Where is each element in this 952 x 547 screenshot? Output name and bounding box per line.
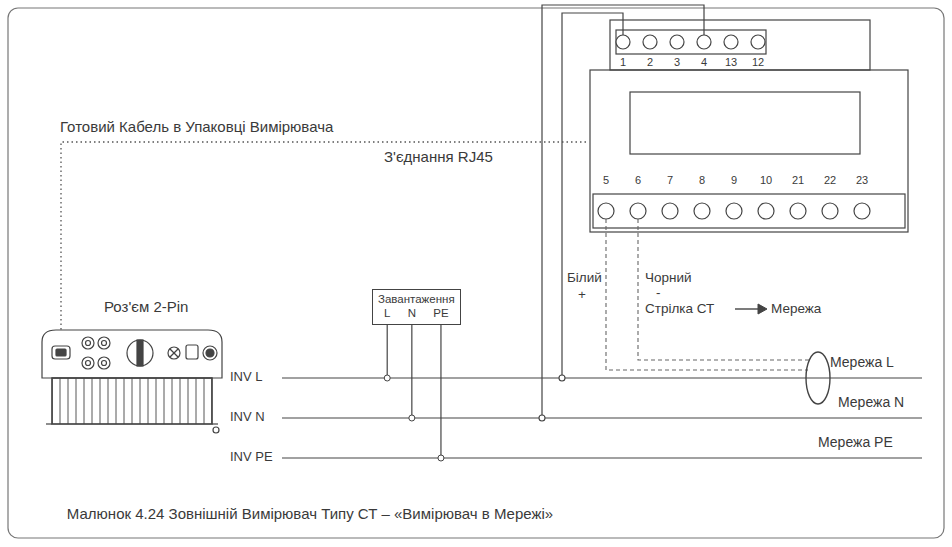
junction-dot (384, 375, 390, 381)
grid-label: Мережа (771, 301, 821, 317)
ct-arrow (735, 304, 767, 314)
wire-color: Білий (567, 270, 602, 286)
power-lines (282, 378, 922, 458)
line-label: Мережа N (838, 394, 904, 410)
junction-dots (539, 375, 565, 421)
line-label: Мережа PE (818, 434, 893, 450)
terminal-number: 12 (752, 56, 764, 69)
meter-housing (590, 20, 908, 232)
box-heading: Завантаження (378, 293, 455, 307)
terminal-number: 6 (635, 174, 641, 187)
line-label: Мережа L (830, 354, 894, 370)
figure-caption: Малюнок 4.24 Зовнішній Вимірювач Типу СТ… (67, 505, 553, 522)
connector-label: Роз'єм 2-Pin (104, 298, 188, 315)
line-label: INV L (230, 370, 263, 385)
ct-arrow-label: Стрілка СТ (645, 301, 714, 317)
connection-label: З'єднання RJ45 (384, 148, 493, 165)
terminal-name: N (408, 307, 416, 321)
junction-dot (438, 455, 444, 461)
terminal-number: 21 (792, 174, 804, 187)
load-wire (387, 325, 388, 378)
ct-clamp (806, 352, 830, 404)
wire-color: Чорний (645, 270, 692, 286)
terminal-number: 8 (699, 174, 705, 187)
line-label: INV N (230, 410, 265, 425)
terminal-name: PE (433, 307, 448, 321)
terminal-number: 13 (725, 56, 737, 69)
junction-dot (409, 415, 415, 421)
polarity: - (656, 285, 661, 301)
cable-label: Готовий Кабель в Упаковці Вимірювача (60, 118, 333, 135)
terminal-number: 5 (603, 174, 609, 187)
ct-leads (606, 219, 812, 370)
line-label: INV PE (230, 450, 273, 465)
terminal-number: 7 (667, 174, 673, 187)
terminal-name: L (384, 307, 390, 321)
rj45-cable (61, 142, 588, 343)
terminal-number: 3 (674, 56, 680, 69)
terminal-number: 2 (647, 56, 653, 69)
terminal-circles (598, 35, 870, 219)
voltage-wires (542, 5, 704, 418)
terminal-number: 4 (701, 56, 707, 69)
terminal-number: 22 (824, 174, 836, 187)
inverter-illustration (42, 330, 222, 433)
terminal-number: 9 (731, 174, 737, 187)
load-box: ЗавантаженняL N PE (372, 289, 461, 325)
terminal-number: 1 (620, 56, 626, 69)
polarity: + (578, 287, 586, 303)
load-wire (411, 325, 412, 418)
terminal-number: 10 (760, 174, 772, 187)
terminal-number: 23 (856, 174, 868, 187)
load-wire (440, 325, 441, 458)
